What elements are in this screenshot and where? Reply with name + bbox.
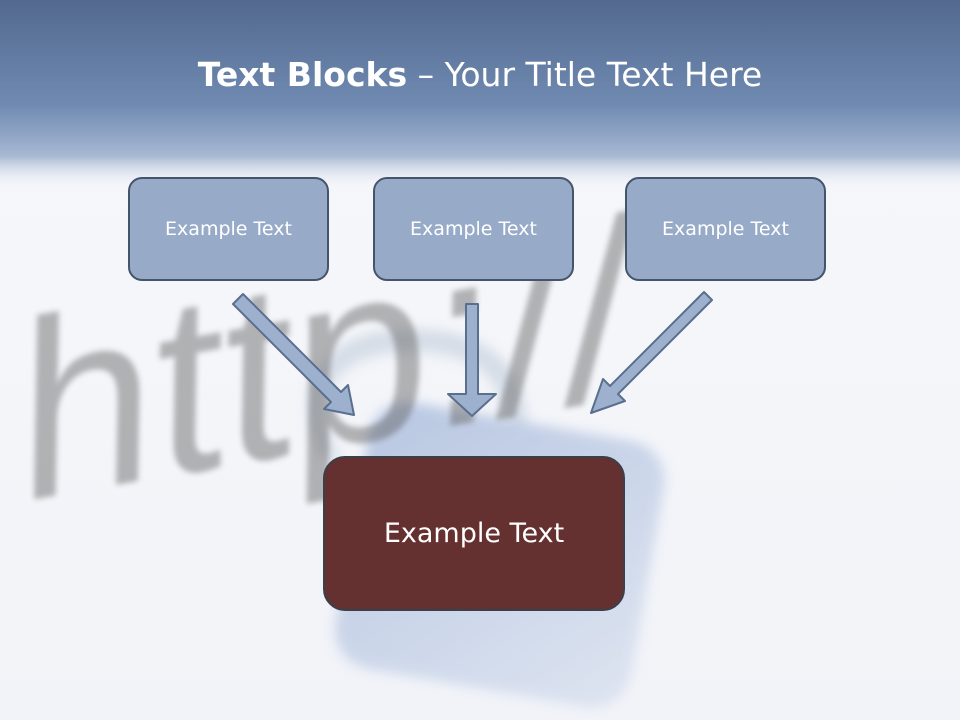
text-block-right[interactable]: Example Text: [625, 177, 826, 281]
page-title: Text Blocks – Your Title Text Here: [0, 52, 960, 98]
text-block-right-label: Example Text: [662, 218, 789, 240]
text-block-center-label: Example Text: [410, 218, 537, 240]
title-strong: Text Blocks: [197, 55, 408, 94]
title-light: Your Title Text Here: [444, 55, 763, 94]
text-block-center[interactable]: Example Text: [373, 177, 574, 281]
text-block-left[interactable]: Example Text: [128, 177, 329, 281]
arrow-left: [232, 293, 355, 416]
title-separator: –: [407, 55, 445, 94]
text-block-left-label: Example Text: [165, 218, 292, 240]
arrow-center: [447, 303, 497, 417]
arrow-right: [590, 291, 713, 414]
text-block-main[interactable]: Example Text: [323, 456, 625, 611]
text-block-main-label: Example Text: [383, 518, 565, 549]
